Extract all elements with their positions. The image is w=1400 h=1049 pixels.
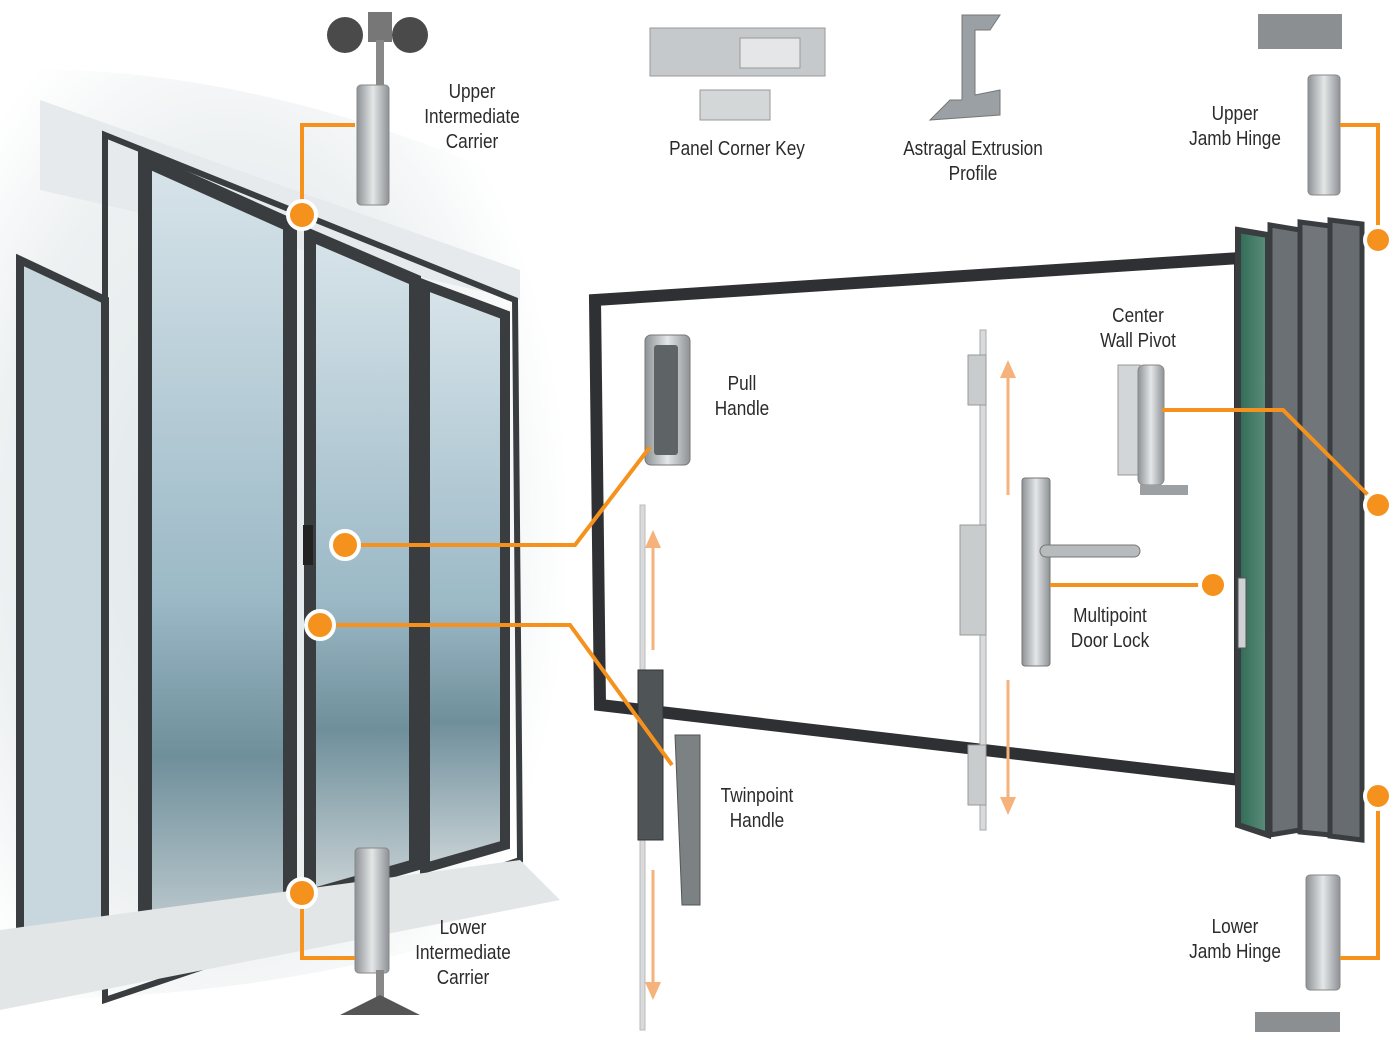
marker-pull-handle <box>329 529 361 561</box>
center-wall-pivot-part <box>1117 364 1188 495</box>
upper-intermediate-carrier-part <box>327 12 428 206</box>
door-frame <box>588 217 1365 843</box>
marker-twinpoint-handle <box>304 609 336 641</box>
marker-center-wall-pivot <box>1363 490 1393 520</box>
marker-lower-intermediate-carrier <box>286 877 318 909</box>
panel-corner-key-part <box>649 27 826 121</box>
label-upper-jamb-hinge: Upper Jamb Hinge <box>1189 103 1281 150</box>
label-center-wall-pivot: Center Wall Pivot <box>1100 305 1176 352</box>
room-photo <box>0 69 570 1010</box>
label-twinpoint-handle: Twinpoint Handle <box>720 785 794 832</box>
label-lower-jamb-hinge: Lower Jamb Hinge <box>1189 916 1281 963</box>
callout-lines <box>300 123 1380 960</box>
label-pull-handle: Pull Handle <box>714 373 770 420</box>
marker-upper-intermediate-carrier <box>286 199 318 231</box>
twinpoint-handle-part <box>637 504 701 1031</box>
lower-intermediate-carrier-part <box>340 847 420 1015</box>
label-multipoint-door-lock: Multipoint Door Lock <box>1070 605 1150 652</box>
marker-lower-jamb-hinge <box>1363 781 1393 811</box>
marker-multipoint-door-lock <box>1198 570 1228 600</box>
label-panel-corner-key: Panel Corner Key <box>669 138 805 160</box>
pull-handle-part <box>644 334 691 466</box>
label-astragal-extrusion-profile: Astragal Extrusion Profile <box>903 138 1043 185</box>
label-upper-intermediate-carrier: Upper Intermediate Carrier <box>424 81 520 153</box>
label-lower-intermediate-carrier: Lower Intermediate Carrier <box>415 917 511 989</box>
callout-markers <box>286 199 1393 909</box>
lock-travel-arrows <box>645 360 1016 1000</box>
upper-jamb-hinge-part <box>1258 14 1342 196</box>
lower-jamb-hinge-part <box>1255 874 1341 1032</box>
multipoint-lock-part <box>959 329 1141 831</box>
marker-upper-jamb-hinge <box>1363 225 1393 255</box>
astragal-extrusion-part <box>928 14 1001 121</box>
